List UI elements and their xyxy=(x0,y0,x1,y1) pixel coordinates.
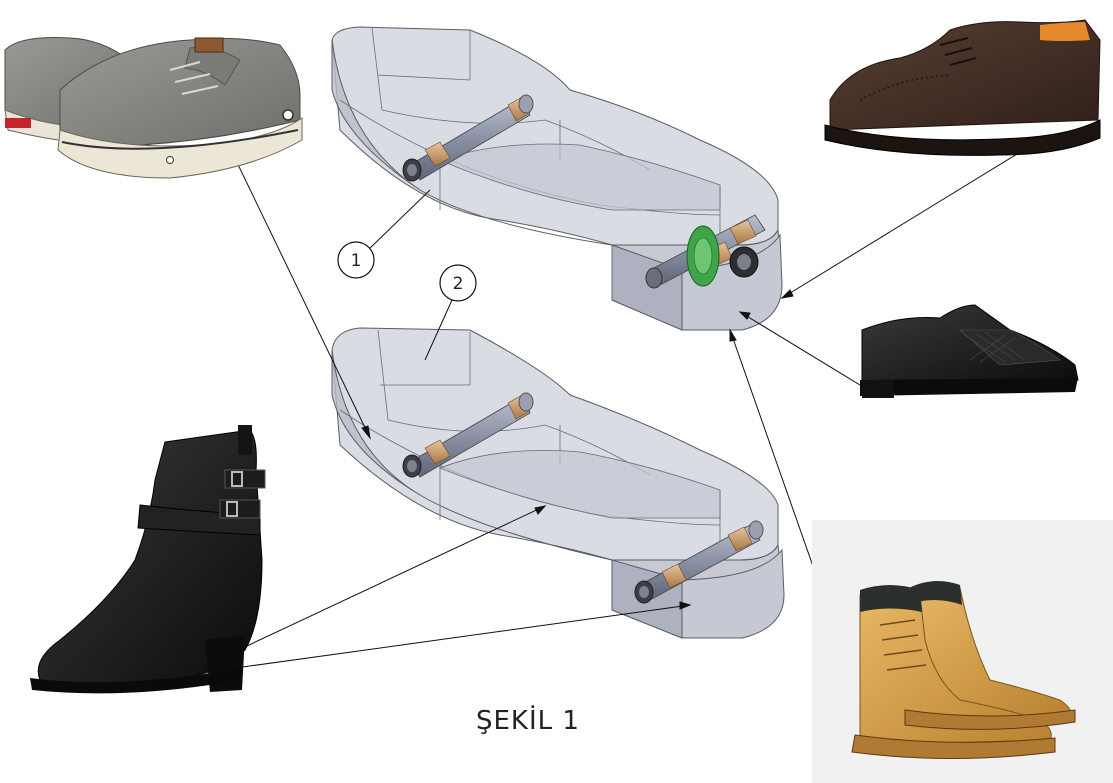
roller-2a xyxy=(402,392,534,478)
roller-1a xyxy=(402,94,534,182)
callout-1: 1 xyxy=(337,189,431,279)
brogue-shoe-icon xyxy=(824,19,1101,156)
sole-2 xyxy=(331,327,785,639)
work-boot-icon xyxy=(851,581,1076,759)
roller-1b-with-gear xyxy=(645,214,766,289)
sole-1 xyxy=(331,26,783,331)
ankle-boot-icon xyxy=(30,425,266,694)
sole-1-top-face xyxy=(331,26,779,246)
callout-1-label: 1 xyxy=(351,251,362,271)
figure-caption: ŞEKİL 1 xyxy=(476,706,580,736)
callout-2-label: 2 xyxy=(453,274,464,294)
oxford-shoe-icon xyxy=(860,304,1079,398)
sneaker-icon xyxy=(4,37,303,179)
roller-2b xyxy=(634,520,764,604)
callout-2: 2 xyxy=(424,264,477,361)
leader-lines xyxy=(184,139,1041,701)
